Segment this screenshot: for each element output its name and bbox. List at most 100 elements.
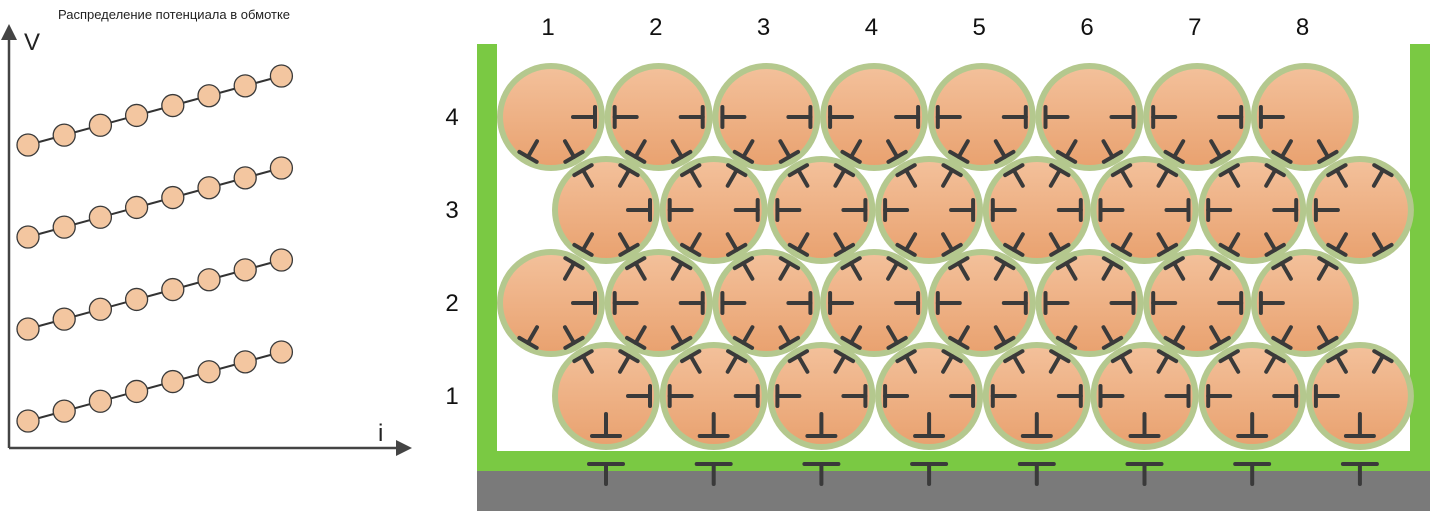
capacitance-symbol: [1156, 163, 1179, 188]
capacitance-symbol: [840, 325, 863, 350]
ground-capacitance-symbol: [1233, 462, 1272, 486]
capacitance-symbol: [618, 232, 640, 257]
capacitance-symbol: [787, 163, 810, 188]
capacitance-symbol: [1156, 232, 1179, 257]
layer-label: 2: [445, 290, 458, 317]
capacitance-symbol: [993, 325, 1016, 350]
capacitance-symbol: [618, 163, 640, 188]
capacitance-symbol: [787, 349, 810, 374]
capacitance-symbol: [733, 384, 760, 408]
potential-point: [161, 277, 185, 302]
potential-point: [197, 84, 221, 108]
capacitance-symbol: [1151, 291, 1178, 315]
capacitance-symbol: [732, 325, 755, 350]
capacitance-symbol: [935, 105, 962, 129]
capacitance-symbol: [1164, 384, 1191, 408]
capacitance-symbol: [571, 291, 597, 315]
capacitance-symbol: [949, 198, 976, 222]
turn: [552, 342, 660, 450]
capacitance-symbol: [787, 232, 810, 257]
layer-3: [552, 156, 1414, 264]
capacitance-symbol: [1003, 232, 1025, 257]
capacitance-symbol: [612, 105, 639, 129]
capacitance-symbol: [786, 291, 813, 315]
column-label: 1: [541, 14, 554, 41]
turn: [875, 342, 984, 450]
x-axis: [9, 440, 412, 456]
capacitance-symbol: [1110, 163, 1133, 188]
capacitance-symbol: [1326, 163, 1348, 188]
capacitance-symbol: [1326, 232, 1348, 257]
capacitance-symbol: [948, 256, 970, 281]
capacitance-symbol: [1258, 105, 1285, 129]
capacitance-symbol: [1163, 325, 1186, 350]
capacitance-symbol: [1001, 291, 1028, 315]
capacitance-symbol: [1313, 198, 1340, 222]
turn: [1143, 249, 1252, 357]
layer-label: 4: [445, 104, 458, 131]
capacitance-symbol: [805, 412, 838, 438]
capacitance-symbol: [1206, 384, 1233, 408]
turn: [659, 342, 768, 450]
turn: [1305, 156, 1414, 264]
capacitance-symbol: [732, 139, 755, 164]
capacitance-symbol: [828, 105, 855, 129]
capacitance-symbol: [680, 349, 702, 374]
capacitance-symbol: [572, 232, 594, 257]
capacitance-symbol: [949, 384, 976, 408]
capacitance-symbol: [1264, 232, 1286, 257]
column-label: 3: [757, 14, 770, 41]
capacitance-symbol: [670, 256, 693, 281]
turn: [1090, 156, 1199, 264]
capacitance-symbol: [1110, 349, 1133, 374]
capacitance-symbol: [680, 163, 702, 188]
capacitance-symbol: [1218, 349, 1241, 374]
capacitance-symbol: [1313, 384, 1340, 408]
potential-point: [233, 258, 257, 282]
potential-line-2: [16, 156, 294, 249]
capacitance-symbol: [840, 256, 863, 281]
capacitance-symbol: [883, 384, 910, 408]
capacitance-symbol: [1003, 349, 1025, 374]
capacitance-symbol: [941, 349, 963, 374]
capacitance-symbol: [1316, 325, 1339, 350]
capacitance-symbol: [828, 291, 855, 315]
capacitance-symbol: [1101, 256, 1124, 281]
capacitance-symbol: [1371, 232, 1394, 257]
capacitance-symbol: [1048, 163, 1071, 188]
potential-point: [124, 103, 149, 128]
capacitance-symbol: [732, 256, 755, 281]
column-label: 7: [1188, 14, 1201, 41]
column-label: 5: [973, 14, 986, 41]
capacitance-symbol: [990, 384, 1017, 408]
capacitance-symbol: [1151, 105, 1178, 129]
capacitance-symbol: [941, 163, 963, 188]
capacitance-symbol: [913, 412, 946, 438]
capacitance-symbol: [625, 325, 647, 350]
potential-point: [233, 350, 257, 374]
turn: [820, 249, 929, 357]
capacitance-symbol: [670, 325, 693, 350]
capacitance-symbol: [1316, 139, 1339, 164]
layer-label: 1: [445, 383, 458, 410]
capacitance-symbol: [841, 384, 868, 408]
capacitance-symbol: [563, 325, 585, 350]
capacitance-symbol: [697, 412, 730, 438]
capacitance-symbol: [833, 349, 856, 374]
capacitance-symbol: [1236, 412, 1269, 438]
turn: [604, 63, 713, 171]
capacitance-symbol: [667, 384, 694, 408]
turn: [604, 249, 713, 357]
column-label: 6: [1080, 14, 1093, 41]
capacitance-symbol: [680, 232, 702, 257]
potential-lines: [16, 64, 294, 433]
capacitance-symbol: [1020, 412, 1053, 438]
ground-capacitance-symbol: [910, 462, 949, 486]
capacitance-symbol: [886, 139, 908, 164]
potential-point: [197, 360, 221, 384]
capacitance-symbol: [1206, 198, 1233, 222]
capacitance-symbol: [1048, 232, 1071, 257]
column-label: 8: [1296, 14, 1309, 41]
